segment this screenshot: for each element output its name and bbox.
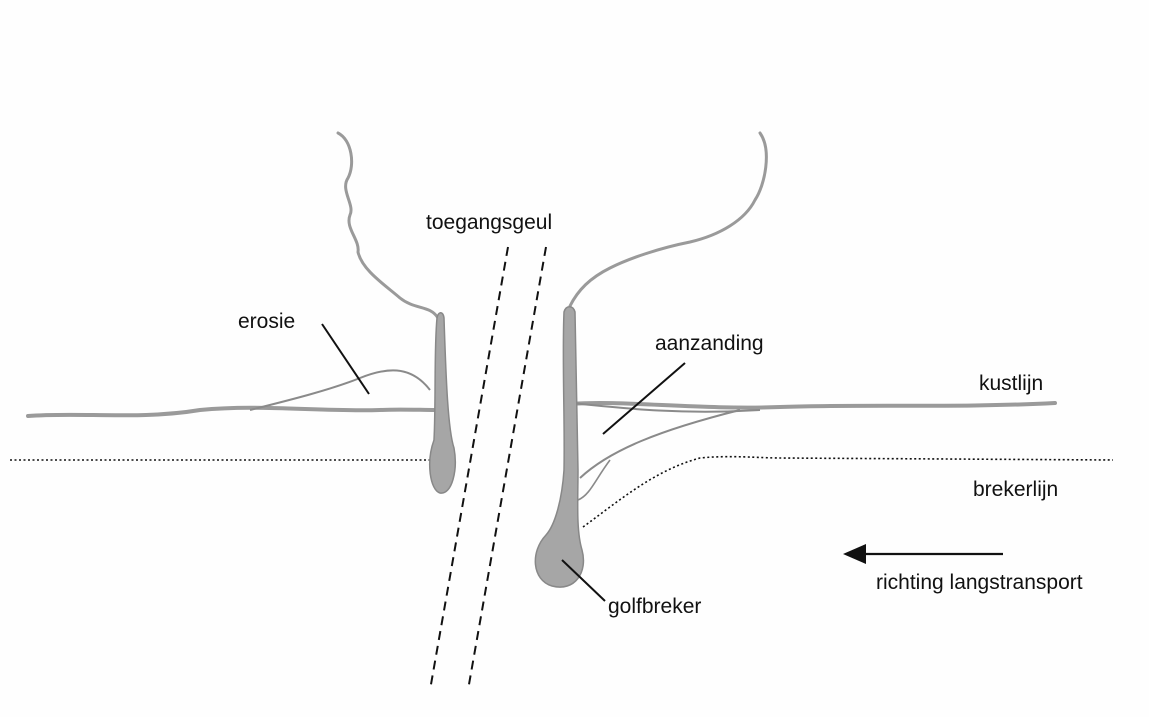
arrow-left-icon — [843, 544, 1003, 564]
right-breakwater — [535, 307, 583, 587]
right-riverbank — [570, 133, 766, 306]
breaker-line-label: brekerlijn — [973, 479, 1058, 500]
left-breakwater — [430, 313, 455, 493]
coastline-label: kustlijn — [979, 373, 1043, 394]
transport-label: richting langstransport — [876, 572, 1083, 593]
channel-right-edge — [468, 247, 546, 690]
erosion-label: erosie — [238, 311, 295, 332]
breakwater-label: golfbreker — [608, 596, 701, 617]
coastline-right — [572, 403, 1055, 408]
accretion-leader — [603, 363, 685, 434]
erosion-curve — [250, 370, 430, 410]
accretion-label: aanzanding — [655, 333, 764, 354]
coastline-left — [28, 408, 435, 416]
left-riverbank — [338, 133, 438, 318]
channel-label: toegangsgeul — [426, 212, 552, 233]
